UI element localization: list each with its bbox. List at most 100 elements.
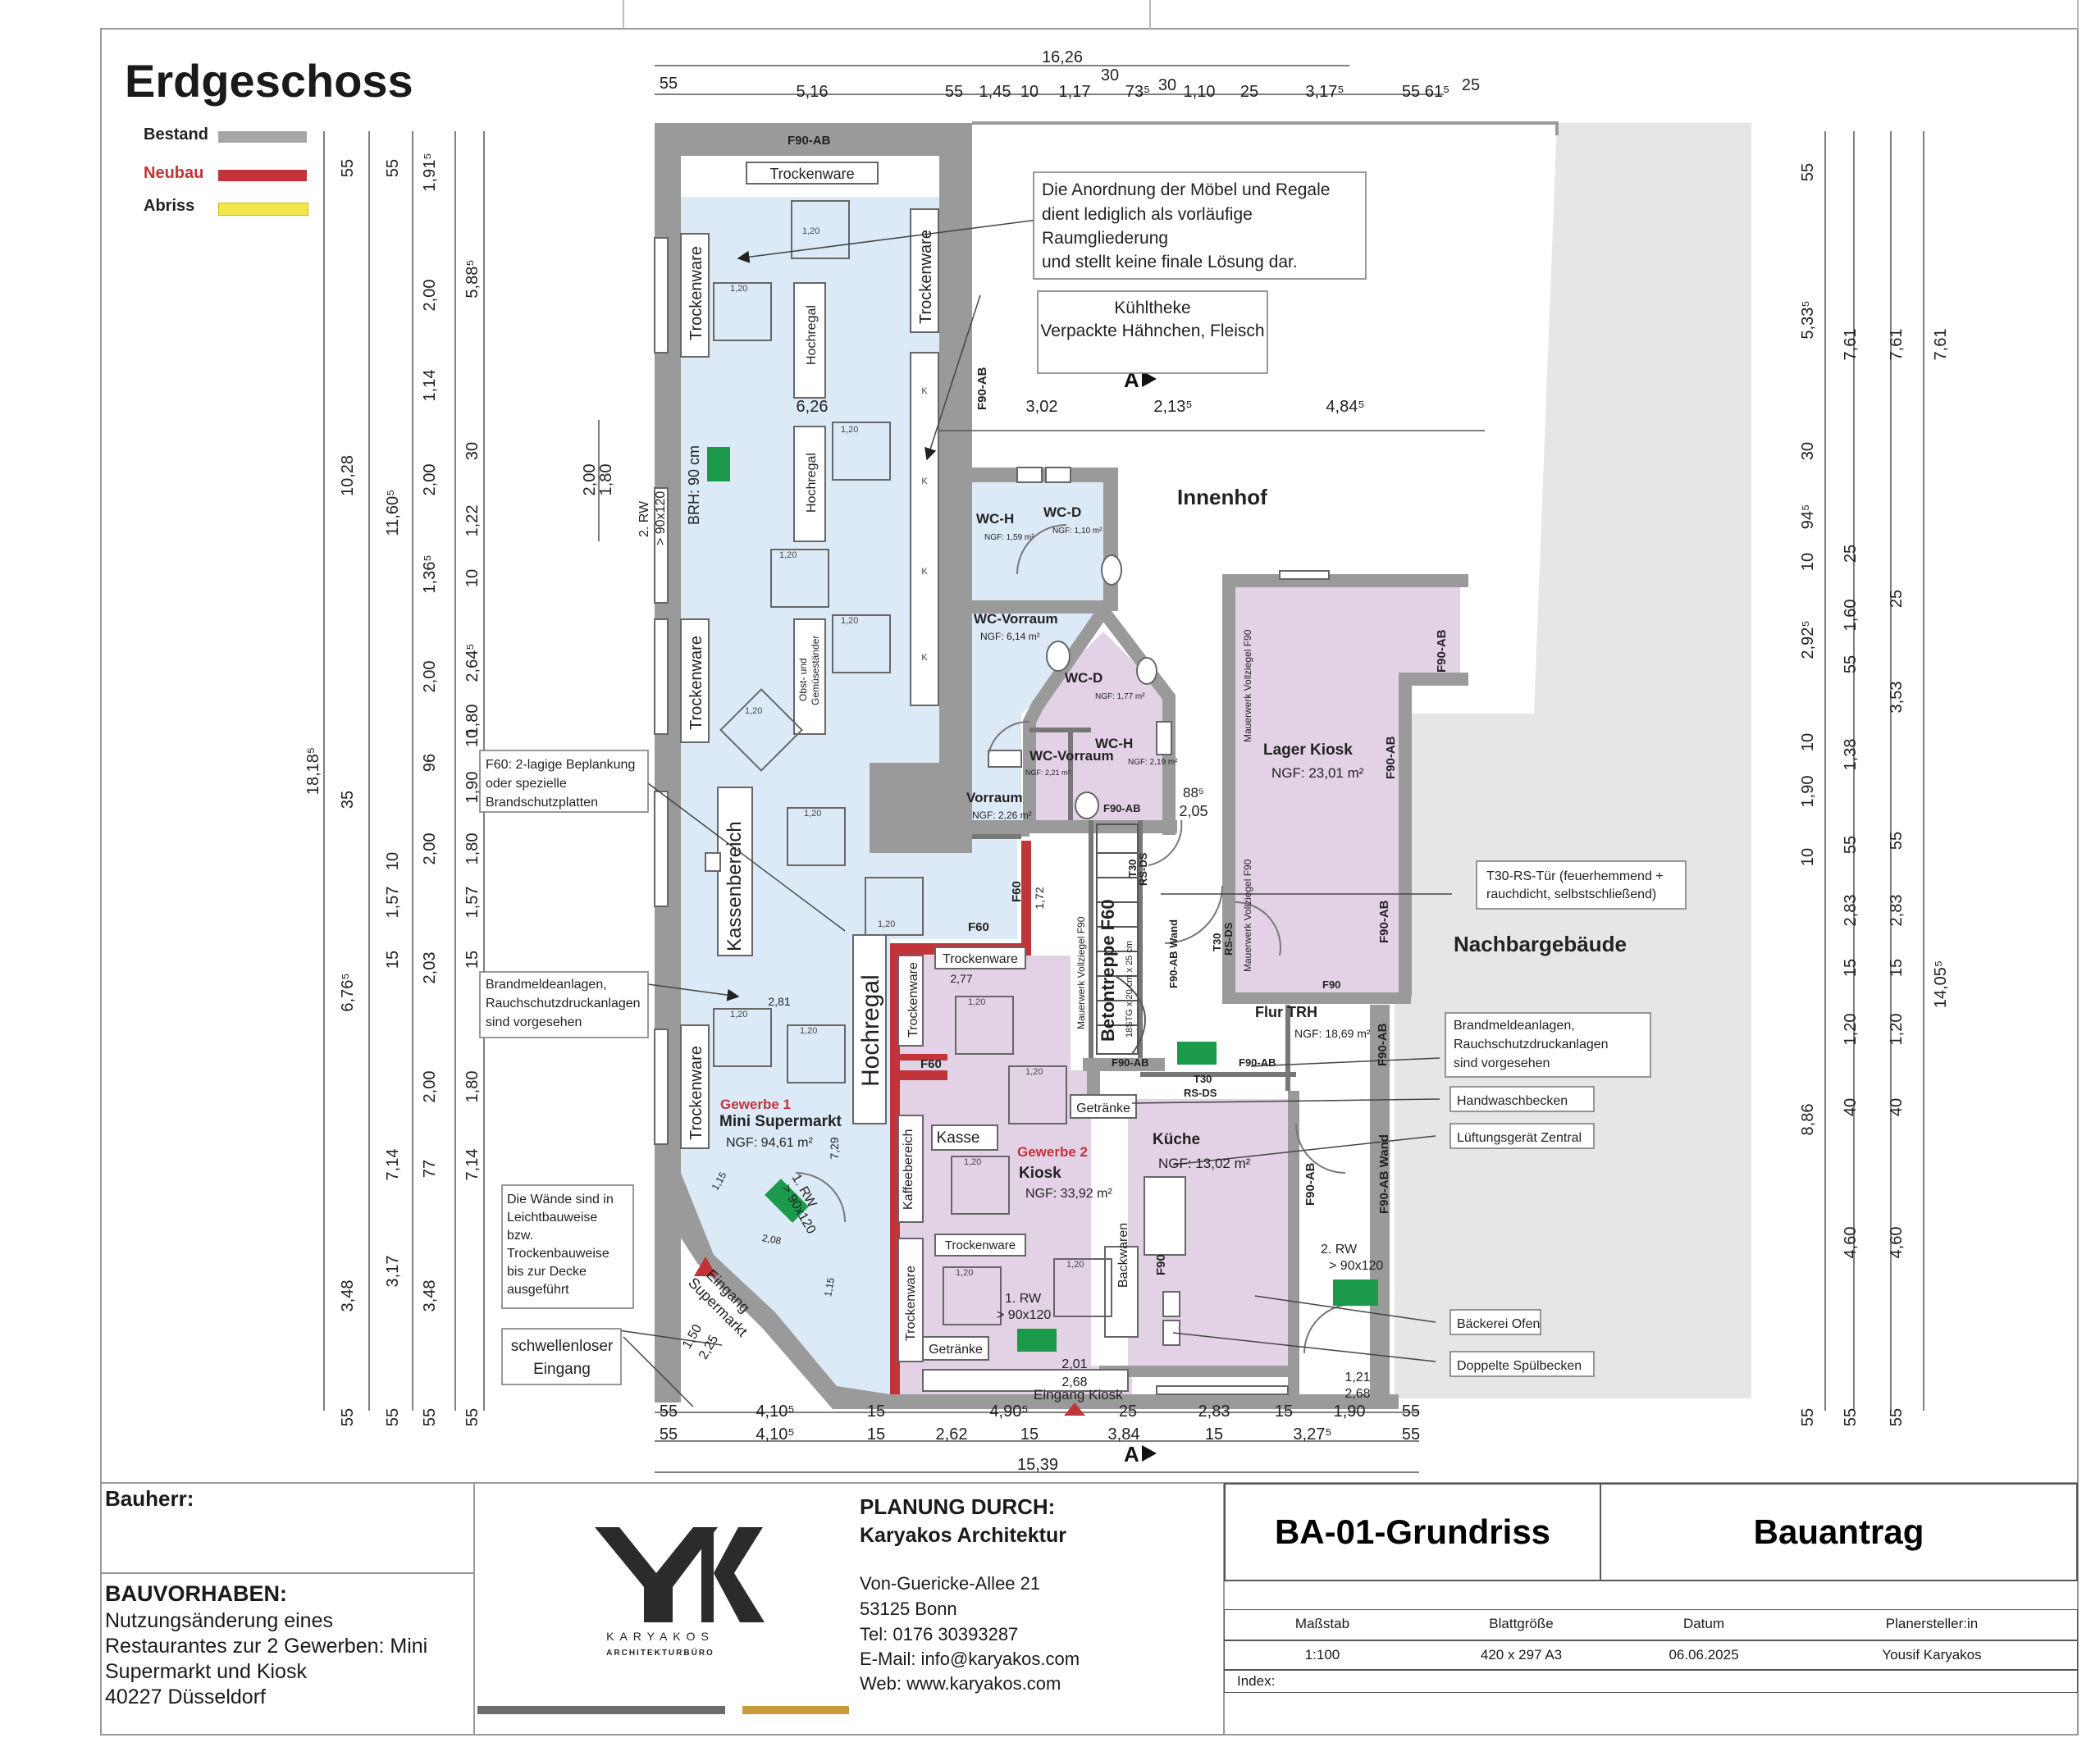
svg-text:F90-AB Wand: F90-AB Wand [1377,1134,1391,1214]
k-label: K [921,653,928,663]
svg-text:Vorraum: Vorraum [966,790,1023,805]
svg-text:55: 55 [1799,163,1817,181]
svg-text:Rauchschutzdruckanlagen: Rauchschutzdruckanlagen [486,997,641,1010]
svg-text:55: 55 [1842,1408,1860,1426]
svg-text:2,68: 2,68 [1344,1387,1370,1401]
svg-text:1,20: 1,20 [802,226,819,236]
svg-text:2,64⁵: 2,64⁵ [463,643,482,682]
svg-text:rauchdicht, selbstschließend): rauchdicht, selbstschließend) [1486,887,1656,901]
module-units [713,200,1112,1325]
svg-text:1,57: 1,57 [463,887,482,919]
svg-text:dient lediglich als vorläufige: dient lediglich als vorläufige [1042,205,1253,224]
svg-text:Rauchschutzdruckanlagen: Rauchschutzdruckanlagen [1454,1038,1609,1051]
svg-text:T30: T30 [1126,860,1139,878]
svg-text:1,14: 1,14 [421,370,439,402]
svg-text:F90-AB: F90-AB [1377,900,1391,943]
svg-text:4,90⁵: 4,90⁵ [989,1403,1028,1421]
svg-text:55: 55 [384,1408,402,1426]
svg-text:Kühltheke: Kühltheke [1114,299,1190,317]
svg-text:F90-AB: F90-AB [1112,1056,1149,1069]
svg-text:Trockenware: Trockenware [769,166,854,182]
svg-text:Getränke: Getränke [1076,1102,1130,1115]
svg-text:1,80: 1,80 [463,1071,482,1103]
address-phone: Tel: 0176 30393287 [860,1624,1019,1644]
svg-text:15: 15 [1842,959,1860,977]
svg-text:F90-AB: F90-AB [1239,1056,1276,1069]
svg-text:Trockenware: Trockenware [945,1238,1016,1252]
svg-text:25: 25 [1462,76,1480,94]
svg-text:55: 55 [339,1408,357,1426]
svg-text:30: 30 [1158,76,1176,94]
svg-text:sind vorgesehen: sind vorgesehen [1454,1056,1550,1070]
svg-text:15: 15 [867,1425,885,1444]
svg-text:11,60⁵: 11,60⁵ [384,490,402,536]
svg-text:2,62: 2,62 [936,1425,968,1444]
svg-text:2,00: 2,00 [581,464,599,496]
drawing-title: BA-01-Grundriss [1224,1483,1601,1581]
svg-text:NGF: 2,21 m²: NGF: 2,21 m² [1025,769,1071,777]
svg-text:F90: F90 [1322,978,1340,991]
svg-text:55: 55 [945,83,963,101]
svg-text:2,81: 2,81 [768,995,790,1008]
svg-text:15: 15 [867,1403,885,1421]
svg-text:5,16: 5,16 [797,83,829,101]
svg-text:NGF: 33,92 m²: NGF: 33,92 m² [1025,1187,1112,1201]
svg-text:2,13⁵: 2,13⁵ [1153,398,1192,416]
leader-lines [606,219,1452,1407]
svg-text:NGF: 1,10 m²: NGF: 1,10 m² [1052,527,1102,536]
svg-text:35: 35 [339,791,357,809]
svg-text:F90-AB Wand: F90-AB Wand [1167,919,1180,988]
svg-text:Trockenbauweise: Trockenbauweise [507,1247,609,1261]
svg-text:1,90: 1,90 [1799,776,1817,808]
svg-text:1,20: 1,20 [964,1157,981,1167]
address-street: Von-Guericke-Allee 21 [860,1573,1041,1594]
svg-text:Trockenware: Trockenware [943,952,1018,966]
svg-text:55: 55 [1888,832,1906,850]
svg-text:WC-Vorraum: WC-Vorraum [974,611,1058,627]
karyakos-logo [595,1527,765,1622]
svg-text:40: 40 [1842,1098,1860,1116]
svg-text:Trockenware: Trockenware [687,246,705,340]
legend-label-bestand: Bestand [144,125,208,144]
field-value-massstab: 1:100 [1304,1647,1340,1663]
svg-text:3,48: 3,48 [421,1280,439,1312]
svg-text:2,83: 2,83 [1842,895,1860,927]
svg-text:NGF: 6,14 m²: NGF: 6,14 m² [980,631,1040,642]
svg-text:Doppelte Spülbecken: Doppelte Spülbecken [1457,1359,1582,1373]
svg-text:1,90: 1,90 [463,772,482,804]
svg-text:55: 55 [1402,83,1420,101]
svg-text:bzw.: bzw. [507,1229,533,1243]
svg-text:55: 55 [660,1403,678,1421]
svg-text:Handwaschbecken: Handwaschbecken [1457,1094,1568,1108]
svg-text:2,00: 2,00 [421,464,439,496]
svg-text:NGF: 2,19 m²: NGF: 2,19 m² [1128,758,1178,767]
svg-text:NGF: 1,77 m²: NGF: 1,77 m² [1095,692,1145,701]
svg-text:RS-DS: RS-DS [1222,922,1235,956]
svg-text:3,84: 3,84 [1108,1425,1140,1444]
svg-text:55: 55 [384,159,402,177]
svg-text:40: 40 [1888,1098,1906,1116]
legend-label-neubau: Neubau [144,164,204,182]
svg-text:55: 55 [463,1408,482,1426]
svg-text:T30: T30 [1194,1073,1212,1085]
svg-text:Mauerwerk Vollziegel F90: Mauerwerk Vollziegel F90 [1075,916,1087,1029]
svg-text:2,03: 2,03 [421,952,439,984]
address-email: E-Mail: info@karyakos.com [860,1649,1080,1669]
svg-text:F90: F90 [1154,1254,1168,1275]
svg-text:1,20: 1,20 [1842,1014,1860,1046]
svg-text:Betontreppe F60: Betontreppe F60 [1098,899,1118,1042]
svg-text:88⁵: 88⁵ [1183,785,1204,801]
svg-text:3,53: 3,53 [1888,682,1906,714]
svg-text:55: 55 [1402,1425,1420,1444]
k-label: K [921,386,928,396]
svg-text:15,39: 15,39 [1017,1456,1058,1474]
exit-signs [707,447,1378,1352]
svg-text:3,27⁵: 3,27⁵ [1293,1425,1331,1444]
svg-text:NGF: 94,61 m²: NGF: 94,61 m² [726,1136,813,1150]
wall-labels: F90-AB F90-AB F90-AB F90-AB F90-AB F90-A… [686,134,1449,1275]
svg-text:16,26: 16,26 [1042,48,1083,66]
svg-text:Brandmeldeanlagen,: Brandmeldeanlagen, [486,978,607,992]
legend-swatch-bestand [218,131,307,143]
svg-text:1,20: 1,20 [1066,1260,1084,1270]
svg-text:Eingang Kiosk: Eingang Kiosk [1034,1387,1123,1403]
